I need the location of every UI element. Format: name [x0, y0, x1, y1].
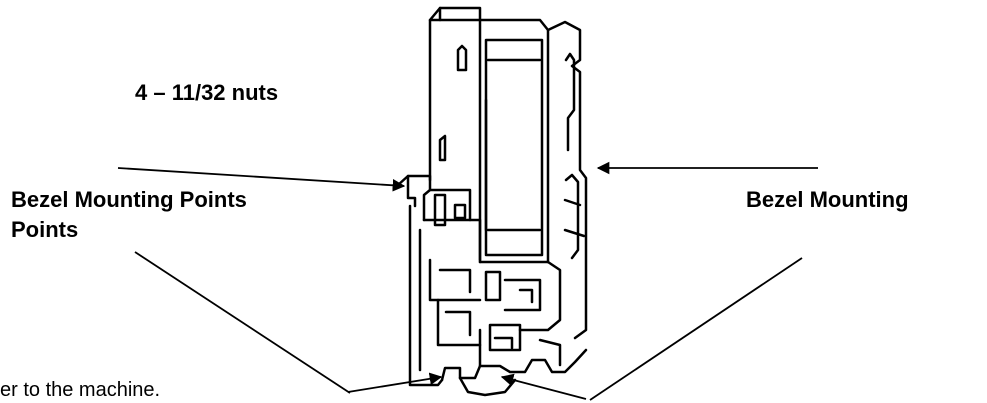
line-left-lower [134, 251, 351, 394]
line-right-lower [589, 257, 803, 401]
leader-lines [117, 161, 818, 401]
nuts-label: 4 – 11/32 nuts [135, 80, 279, 105]
bezel-mounting-right-label: Bezel Mounting [746, 187, 909, 212]
bezel-mounting-points-left-label: Bezel Mounting Points [11, 187, 247, 212]
bill-validator-drawing [396, 6, 588, 397]
caption-fragment: er to the machine. [0, 379, 161, 401]
arrow-left-upper [117, 167, 406, 192]
arrow-bottom-left [347, 372, 443, 393]
bezel-mounting-points-left-label-line2: Points [11, 217, 79, 242]
arrow-bottom-right [500, 373, 587, 400]
